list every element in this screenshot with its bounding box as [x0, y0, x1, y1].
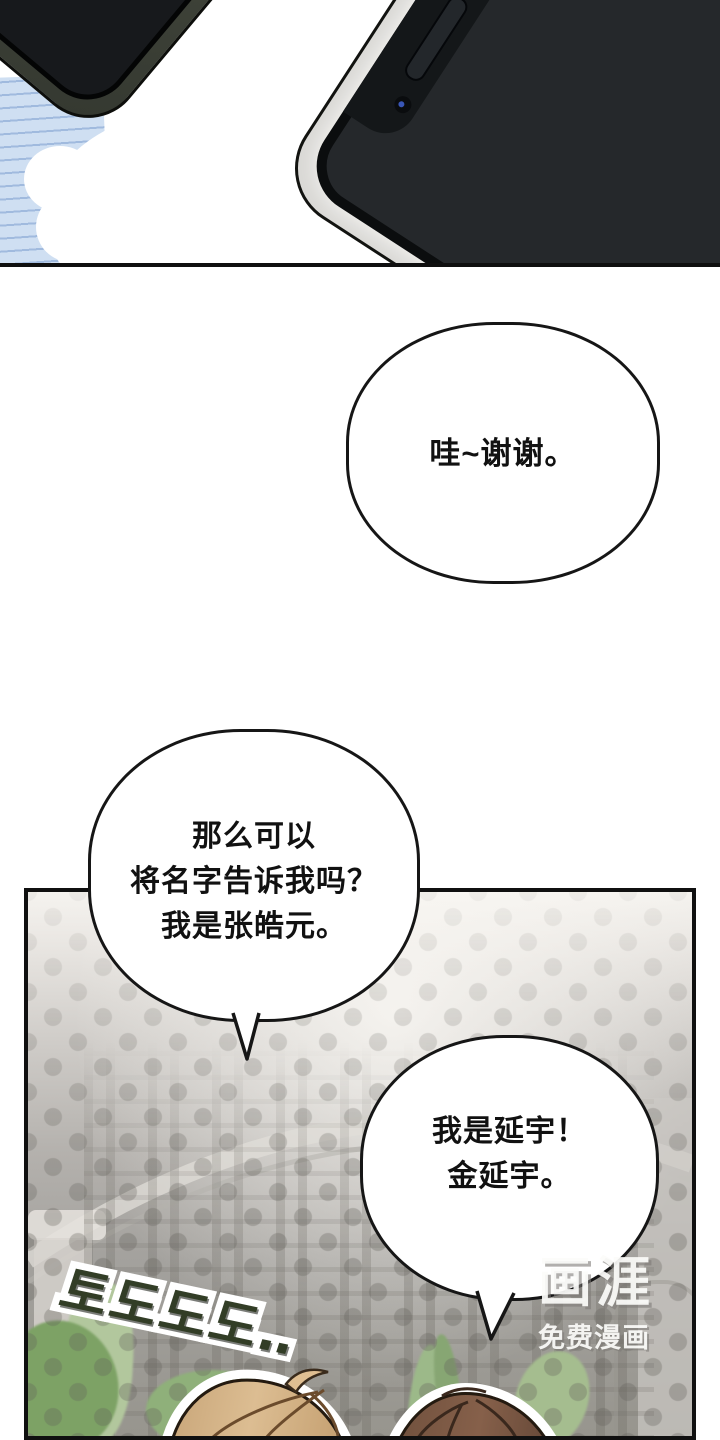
speech-bubble: 我是延宇！ 金延宇。 [360, 1035, 659, 1301]
camera-icon [391, 92, 415, 117]
phone-white [272, 0, 720, 263]
watermark: 画涯 免费漫画 [538, 1254, 654, 1355]
phone-white-screen [298, 0, 720, 263]
speech-bubble: 那么可以 将名字告诉我吗？ 我是张皓元。 [88, 729, 420, 1022]
speech-bubble: 哇~谢谢。 [346, 322, 660, 584]
speech-text: 哇~谢谢。 [429, 435, 577, 471]
cloth-highlight-bump [24, 146, 96, 212]
phone-notch [342, 0, 513, 146]
watermark-subtitle: 免费漫画 [538, 1323, 650, 1353]
speech-text: 我是延宇！ 金延宇。 [432, 1115, 587, 1193]
watermark-logo: 画涯 [538, 1253, 654, 1313]
panel-phones [0, 0, 720, 267]
speech-text: 那么可以 将名字告诉我吗？ 我是张皓元。 [130, 820, 378, 943]
arched-door-outline [614, 1280, 692, 1436]
speaker-icon [401, 0, 472, 85]
